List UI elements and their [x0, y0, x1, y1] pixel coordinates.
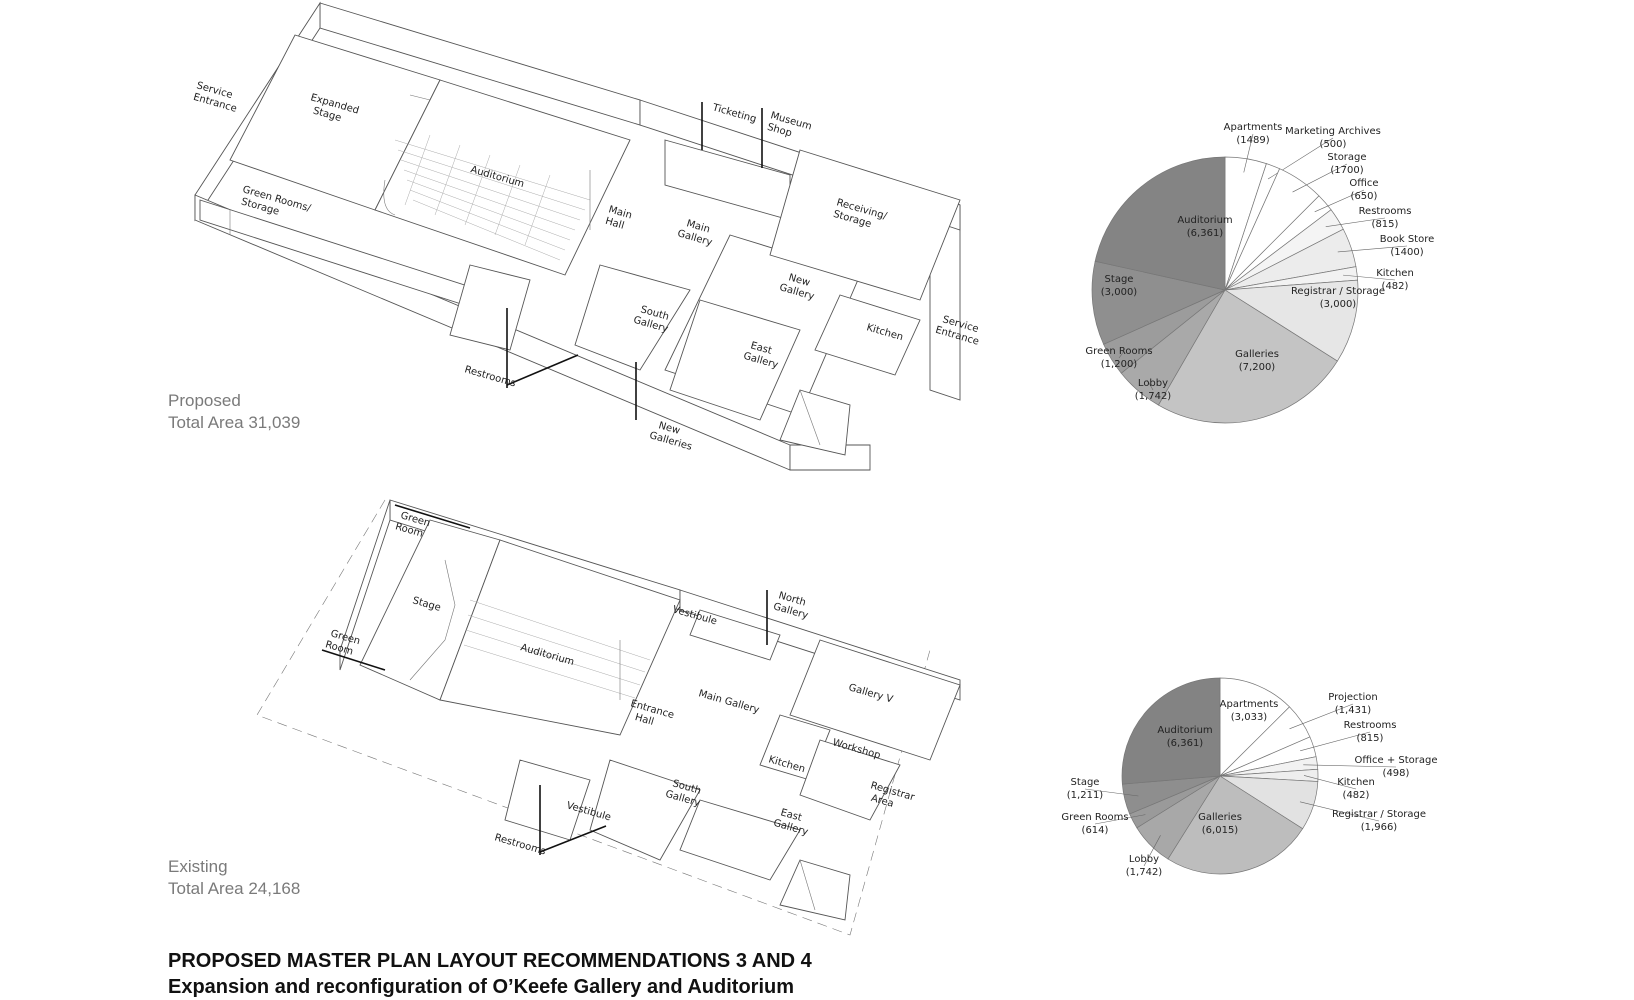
pie-label-office: Office(650)	[1349, 178, 1378, 202]
proposed-seating	[394, 134, 591, 261]
caption-title: PROPOSED MASTER PLAN LAYOUT RECOMMENDATI…	[168, 950, 812, 972]
proposed-total-area: Total Area 31,039	[168, 413, 301, 432]
pie-label-auditorium: Auditorium(6,361)	[1157, 725, 1212, 749]
pie-label-apartments: Apartments(1489)	[1224, 122, 1283, 146]
proposed-area-pie-chart: Apartments(1489)Marketing Archives(500)S…	[1085, 122, 1435, 424]
pie-label-auditorium: Auditorium(6,361)	[1177, 215, 1232, 239]
pie-label-apartments: Apartments(3,033)	[1220, 699, 1279, 723]
pie-label-office-storage: Office + Storage(498)	[1354, 755, 1437, 779]
pie-leader-line	[1147, 380, 1154, 391]
pie-label-stage: Stage(3,000)	[1101, 274, 1138, 298]
pie-leader-line	[1243, 133, 1254, 173]
pie-label-book-store: Book Store(1400)	[1380, 234, 1435, 258]
pie-slice-auditorium	[1121, 677, 1221, 785]
pie-slice-auditorium	[1094, 156, 1226, 291]
existing-area-pie-chart: Apartments(3,033) Projection(1,431) Restro…	[1061, 677, 1438, 878]
pie-leader-line	[1303, 764, 1397, 768]
pie-label-green-rooms: Green Rooms(1,200)	[1085, 346, 1152, 370]
pie-slice-registrar-storage	[1223, 279, 1359, 362]
pie-leader-line	[1337, 245, 1408, 253]
pie-label-restrooms: Restrooms(815)	[1359, 206, 1412, 230]
pie-slice-apartments	[1219, 677, 1291, 777]
pie-slice-galleries	[1167, 775, 1304, 875]
pie-label-galleries: Galleries(6,015)	[1198, 812, 1242, 836]
pie-label-kitchen: Kitchen(482)	[1376, 268, 1414, 292]
pie-label-storage: Storage(1700)	[1327, 152, 1366, 176]
caption-subtitle: Expansion and reconfiguration of O’Keefe…	[168, 976, 795, 998]
existing-status-label: Existing	[168, 857, 228, 876]
existing-area-heading: Existing Total Area 24,168	[168, 856, 300, 900]
pie-label-projection: Projection(1,431)	[1328, 692, 1377, 716]
existing-floor-plan	[256, 499, 961, 936]
pie-leader-line	[1289, 703, 1354, 730]
pie-label-stage: Stage(1,211)	[1067, 777, 1104, 801]
pie-leader-line	[1343, 274, 1396, 281]
pie-label-lobby: Lobby(1,742)	[1135, 378, 1172, 402]
proposed-area-heading: Proposed Total Area 31,039	[168, 390, 300, 434]
pie-leader-line	[1084, 788, 1139, 797]
pie-leader-line	[1325, 217, 1386, 227]
pie-slice-galleries	[1157, 289, 1338, 424]
pie-label-restrooms: Restrooms(815)	[1344, 720, 1397, 744]
pie-leader-line	[1143, 835, 1161, 867]
pie-label-registrar-storage: Registrar / Storage(3,000)	[1291, 286, 1385, 310]
pie-label-galleries: Galleries(7,200)	[1235, 349, 1279, 373]
existing-total-area: Total Area 24,168	[168, 879, 301, 898]
pie-label-marketing-archives: Marketing Archives(500)	[1285, 126, 1381, 150]
pie-label-kitchen: Kitchen(482)	[1337, 777, 1375, 801]
pie-label-registrar-storage: Registrar / Storage(1,966)	[1332, 809, 1426, 833]
pie-leader-line	[1303, 775, 1357, 790]
pie-leader-line	[1299, 801, 1380, 822]
pie-leader-line	[1292, 163, 1348, 193]
pie-leader-line	[1118, 351, 1124, 359]
pie-label-lobby: Lobby(1,742)	[1126, 854, 1163, 878]
pie-slice-stage	[1091, 260, 1227, 345]
pie-leader-line	[1300, 731, 1371, 752]
pie-leader-line	[1314, 189, 1365, 213]
proposed-floor-plan	[194, 1, 961, 471]
room-label-main-hall: MainHall	[604, 204, 633, 233]
pie-leader-line	[1094, 814, 1146, 825]
pie-label-green-rooms: Green Rooms(614)	[1061, 812, 1128, 836]
proposed-status-label: Proposed	[168, 391, 241, 410]
